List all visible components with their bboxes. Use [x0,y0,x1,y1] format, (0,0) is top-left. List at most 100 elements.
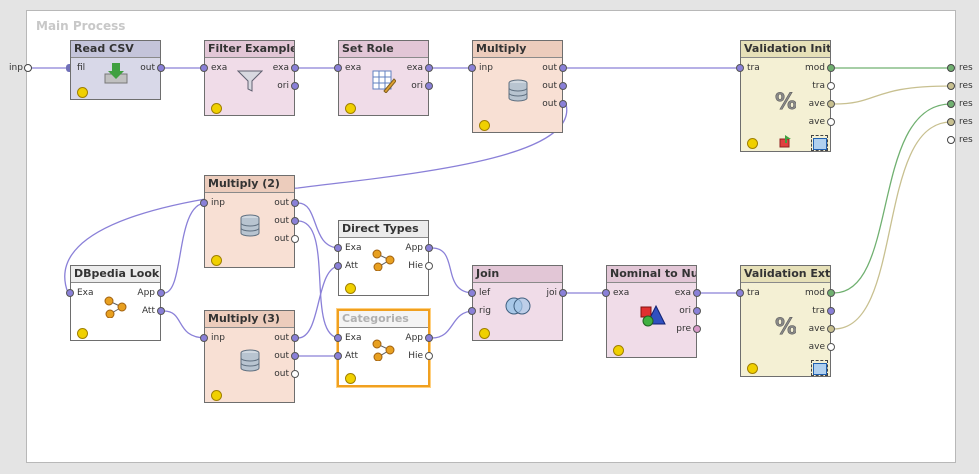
database-icon [240,349,260,372]
output-port[interactable] [827,82,835,90]
port-label: mod [805,63,825,73]
linked-data-icon [372,339,395,361]
input-port[interactable] [334,352,342,360]
operator-title: Validation Initi... [741,41,830,58]
output-port[interactable] [291,370,299,378]
output-port[interactable] [827,307,835,315]
operator-title: Read CSV [71,41,160,58]
input-port[interactable] [736,64,744,72]
outer-result-port[interactable] [947,64,955,72]
output-port[interactable] [559,82,567,90]
operator-dbpedia-lookup[interactable]: DBpedia Look... Exa App Att [70,265,161,341]
input-port[interactable] [468,289,476,297]
subprocess-icon[interactable] [811,360,828,376]
output-port[interactable] [425,64,433,72]
input-port[interactable] [66,64,70,72]
operator-multiply-2[interactable]: Multiply (2) inp out out out [204,175,295,268]
port-label: Att [345,261,359,271]
operator-read-csv[interactable]: Read CSV fil out [70,40,161,100]
output-port[interactable] [425,262,433,270]
shapes-icon [640,304,666,327]
outer-input-port[interactable] [24,64,32,72]
status-indicator [211,255,222,266]
process-title: Main Process [36,19,126,33]
output-port[interactable] [291,217,299,225]
input-port[interactable] [200,64,208,72]
output-port[interactable] [559,64,567,72]
output-port[interactable] [291,199,299,207]
operator-nominal-to-numerical[interactable]: Nominal to Nu... exa exa ori pre [606,265,697,358]
output-port[interactable] [559,100,567,108]
operator-title: DBpedia Look... [71,266,160,283]
output-port[interactable] [291,334,299,342]
subprocess-icon[interactable] [811,135,828,151]
port-label: Hie [408,351,423,361]
import-icon [104,63,128,84]
output-port[interactable] [291,235,299,243]
operator-title: Multiply (3) [205,311,294,328]
output-port[interactable] [827,118,835,126]
input-port[interactable] [66,289,74,297]
svg-text:%: % [775,90,796,113]
operator-validation-ext[interactable]: Validation Ext... tra mod tra ave ave % [740,265,831,377]
outer-result-port[interactable] [947,118,955,126]
output-port[interactable] [425,352,433,360]
operator-validation-initi[interactable]: Validation Initi... tra mod tra ave ave … [740,40,831,152]
port-label: ave [808,324,825,334]
operator-set-role[interactable]: Set Role exa exa ori [338,40,429,116]
output-port[interactable] [827,343,835,351]
input-port[interactable] [200,199,208,207]
output-port[interactable] [291,352,299,360]
input-port[interactable] [334,334,342,342]
output-port[interactable] [291,64,299,72]
output-port[interactable] [827,289,835,297]
input-port[interactable] [334,262,342,270]
port-label: ori [411,81,423,91]
outer-result-port[interactable] [947,100,955,108]
input-port[interactable] [334,64,342,72]
outer-result-port[interactable] [947,136,955,144]
input-port[interactable] [602,289,610,297]
status-indicator [345,103,356,114]
status-indicator [747,363,758,374]
output-port[interactable] [559,289,567,297]
outer-result-port[interactable] [947,82,955,90]
output-port[interactable] [693,289,701,297]
operator-multiply[interactable]: Multiply inp out out out [472,40,563,133]
output-port[interactable] [157,64,165,72]
output-port[interactable] [827,64,835,72]
input-port[interactable] [736,289,744,297]
database-icon [240,214,260,237]
port-label: tra [812,81,825,91]
output-port[interactable] [291,82,299,90]
output-port[interactable] [425,244,433,252]
output-port[interactable] [827,100,835,108]
output-port[interactable] [157,307,165,315]
port-label: out [140,63,155,73]
operator-filter-examples[interactable]: Filter Examples exa exa ori [204,40,295,116]
input-port[interactable] [200,334,208,342]
output-port[interactable] [425,334,433,342]
port-label: Hie [408,261,423,271]
output-port[interactable] [693,325,701,333]
input-port[interactable] [468,307,476,315]
operator-multiply-3[interactable]: Multiply (3) inp out out out [204,310,295,403]
port-label: out [542,99,557,109]
outer-result-label: res [959,81,973,91]
input-port[interactable] [334,244,342,252]
operator-direct-types[interactable]: Direct Types Exa Att App Hie [338,220,429,296]
status-indicator [747,138,758,149]
output-port[interactable] [425,82,433,90]
port-label: out [542,81,557,91]
operator-join[interactable]: Join lef rig joi [472,265,563,341]
output-port[interactable] [693,307,701,315]
export-icon [779,135,791,148]
input-port[interactable] [468,64,476,72]
operator-title: Direct Types [339,221,428,238]
operator-categories[interactable]: Categories Exa Att App Hie [337,309,430,387]
output-port[interactable] [827,325,835,333]
output-port[interactable] [157,289,165,297]
funnel-icon [237,70,263,92]
outer-result-label: res [959,135,973,145]
port-label: tra [747,288,760,298]
